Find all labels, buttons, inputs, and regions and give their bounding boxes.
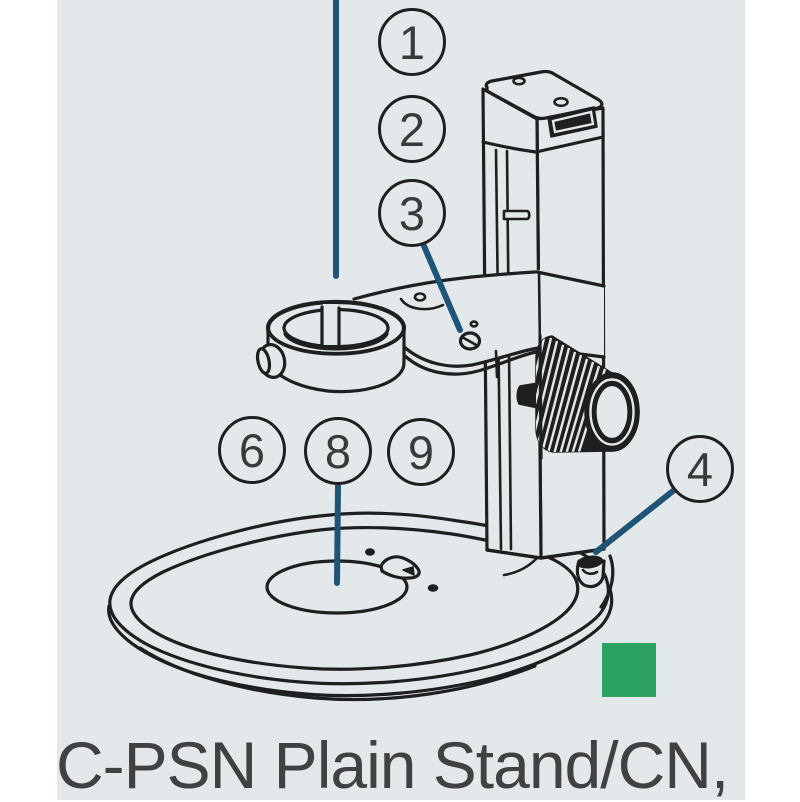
head-screw-hole (553, 96, 569, 108)
leader-line-4 (593, 488, 676, 555)
callout-3-label: 3 (398, 186, 426, 240)
callout-1: 1 (378, 8, 446, 76)
focus-knob (535, 334, 640, 460)
callout-6-label: 6 (238, 423, 266, 477)
holder-ring (255, 299, 407, 394)
availability-marker (602, 643, 656, 697)
arm-screw-hole (413, 292, 427, 302)
callout-1-label: 1 (398, 15, 426, 69)
leader-line-3 (421, 243, 463, 333)
leader-line-8 (334, 483, 341, 586)
callout-2-label: 2 (398, 102, 426, 156)
head-screw-hole (512, 76, 526, 86)
figure-caption: C-PSN Plain Stand/CN, (56, 728, 729, 802)
stage-clip-notch (402, 566, 415, 576)
base-dot-left (365, 548, 375, 556)
callout-6: 6 (218, 416, 286, 484)
callout-4-label: 4 (686, 442, 714, 496)
column-foot (485, 547, 606, 589)
callout-9-label: 9 (407, 425, 435, 479)
callout-4: 4 (666, 435, 734, 503)
arm-screw-hole (469, 320, 479, 328)
base-dot-right (427, 584, 439, 592)
left-focus-knob-tip (516, 382, 539, 409)
callout-8-label: 8 (324, 424, 352, 478)
callout-8: 8 (304, 417, 372, 485)
column-stop-pin (502, 209, 531, 221)
callout-2: 2 (378, 95, 446, 163)
leader-lines (333, 0, 676, 586)
clamp-lever (575, 555, 606, 589)
stage-insert (265, 548, 439, 615)
callout-9: 9 (387, 418, 455, 486)
column-head (481, 70, 605, 154)
callout-3: 3 (378, 179, 446, 247)
